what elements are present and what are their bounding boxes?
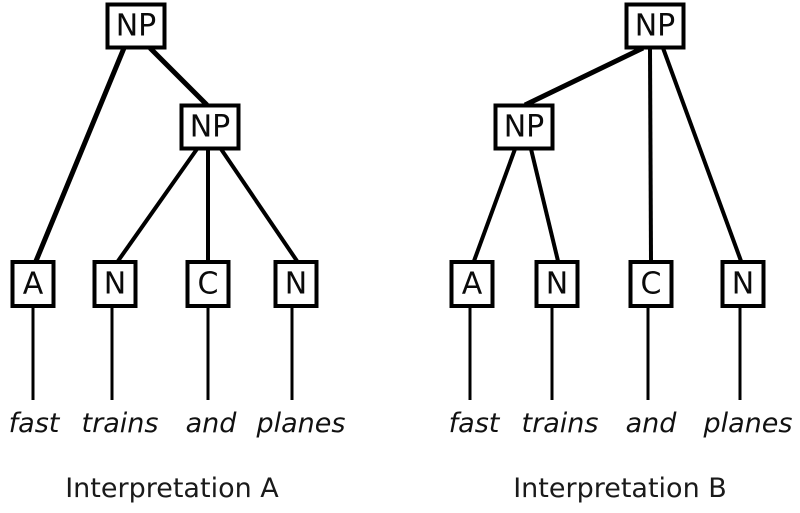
tree-edge-b-np-root-to-b-pos-c [648, 47, 653, 262]
node-box-b-pos-n1 [534, 260, 580, 308]
node-box-b-pos-n2 [720, 260, 766, 308]
node-label-b-pos-n1: N [546, 267, 568, 302]
tree-node-a-np-sub[interactable]: NP [179, 103, 241, 151]
node-box-a-pos-n1 [92, 260, 138, 308]
nodes-group: NP NP A N C N NP NP A N C N [10, 2, 766, 308]
node-label-b-pos-n2: N [732, 267, 754, 302]
tree-edge-a-np-root-to-a-pos-a [33, 47, 127, 262]
tree-node-a-np-root[interactable]: NP [105, 2, 167, 50]
caption-tree-a: Interpretation A [65, 473, 279, 504]
node-label-b-pos-c: C [641, 267, 662, 302]
tree-node-b-pos-n1[interactable]: N [534, 260, 580, 308]
node-label-b-np-sub: NP [504, 110, 545, 145]
node-label-b-np-root: NP [635, 9, 676, 44]
node-box-b-pos-c [628, 260, 674, 308]
caption-tree-b: Interpretation B [513, 473, 727, 504]
terminal-word-tree-b-3: planes [703, 408, 793, 439]
edges-group [33, 45, 743, 263]
terminal-words-group: fast trains and planes fast trains and planes [9, 408, 793, 439]
node-box-a-pos-c [185, 260, 231, 308]
tree-node-b-pos-c[interactable]: C [628, 260, 674, 308]
node-label-a-pos-n2: N [285, 267, 307, 302]
terminal-word-tree-a-0: fast [9, 408, 61, 439]
node-label-a-pos-a: A [23, 267, 44, 302]
node-label-b-pos-a: A [462, 267, 483, 302]
terminal-word-tree-a-3: planes [256, 408, 346, 439]
node-label-a-pos-c: C [198, 267, 219, 302]
node-label-a-np-root: NP [116, 9, 157, 44]
tree-edge-a-np-sub-to-a-pos-n1 [116, 147, 199, 263]
tree-edge-b-np-root-to-b-np-sub [523, 45, 645, 108]
tree-edge-a-np-root-to-a-np-sub [148, 46, 209, 107]
terminal-word-tree-a-2: and [186, 408, 238, 439]
tree-edge-b-np-sub-to-b-pos-n1 [529, 148, 560, 262]
tree-edge-b-np-root-to-b-pos-n2 [661, 47, 743, 262]
terminal-word-tree-b-0: fast [449, 408, 501, 439]
node-box-b-np-root [624, 2, 686, 50]
tree-node-b-pos-n2[interactable]: N [720, 260, 766, 308]
tree-node-a-pos-n1[interactable]: N [92, 260, 138, 308]
tree-node-b-np-sub[interactable]: NP [493, 103, 555, 151]
tree-node-a-pos-c[interactable]: C [185, 260, 231, 308]
node-label-a-np-sub: NP [190, 110, 231, 145]
node-box-b-np-sub [493, 103, 555, 151]
node-label-a-pos-n1: N [104, 267, 126, 302]
tree-node-a-pos-a[interactable]: A [10, 260, 56, 308]
tree-node-b-pos-a[interactable]: A [449, 260, 495, 308]
captions-group: Interpretation A Interpretation B [65, 473, 727, 504]
terminal-stems-group [31, 307, 742, 400]
node-box-a-pos-a [10, 260, 56, 308]
terminal-word-tree-a-1: trains [82, 408, 159, 439]
node-box-a-np-root [105, 2, 167, 50]
terminal-word-tree-b-1: trains [522, 408, 599, 439]
node-box-b-pos-a [449, 260, 495, 308]
terminal-word-tree-b-2: and [626, 408, 678, 439]
tree-edge-a-np-sub-to-a-pos-n2 [219, 147, 299, 263]
node-box-a-np-sub [179, 103, 241, 151]
tree-node-b-np-root[interactable]: NP [624, 2, 686, 50]
tree-node-a-pos-n2[interactable]: N [273, 260, 319, 308]
node-box-a-pos-n2 [273, 260, 319, 308]
tree-edge-b-np-sub-to-b-pos-a [472, 148, 517, 262]
